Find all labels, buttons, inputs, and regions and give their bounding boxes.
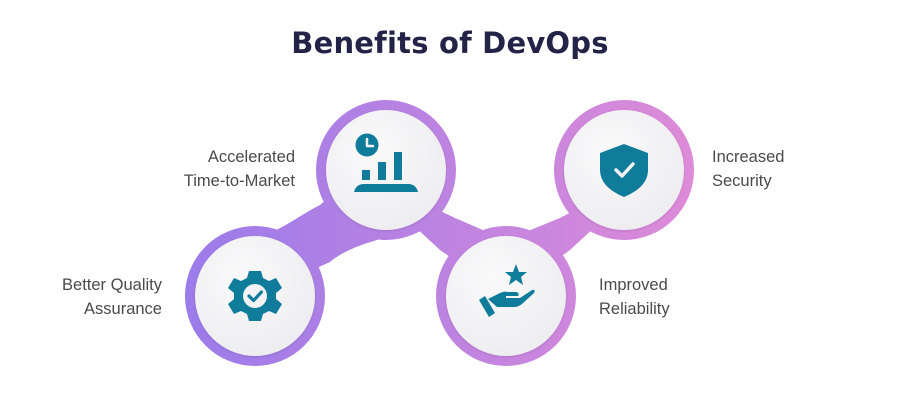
shield-check-icon [600, 144, 648, 197]
label-quality: Better Quality Assurance [0, 273, 162, 321]
clock-bar-chart-icon [354, 133, 418, 192]
label-line-1: Improved [599, 276, 668, 294]
label-line-1: Increased [712, 148, 785, 166]
label-line-2: Reliability [599, 300, 670, 318]
label-line-1: Accelerated [207, 148, 295, 166]
label-reliability: Improved Reliability [599, 273, 759, 321]
label-line-2: Time-to-Market [183, 172, 295, 190]
label-line-2: Security [712, 172, 772, 190]
hand-star-icon [479, 264, 535, 317]
label-security: Increased Security [712, 145, 872, 193]
page-title: Benefits of DevOps [291, 26, 609, 60]
label-time-to-market: Accelerated Time-to-Market [120, 145, 295, 193]
label-line-1: Better Quality [62, 276, 162, 294]
label-line-2: Assurance [84, 300, 162, 318]
gear-check-icon [228, 271, 282, 321]
